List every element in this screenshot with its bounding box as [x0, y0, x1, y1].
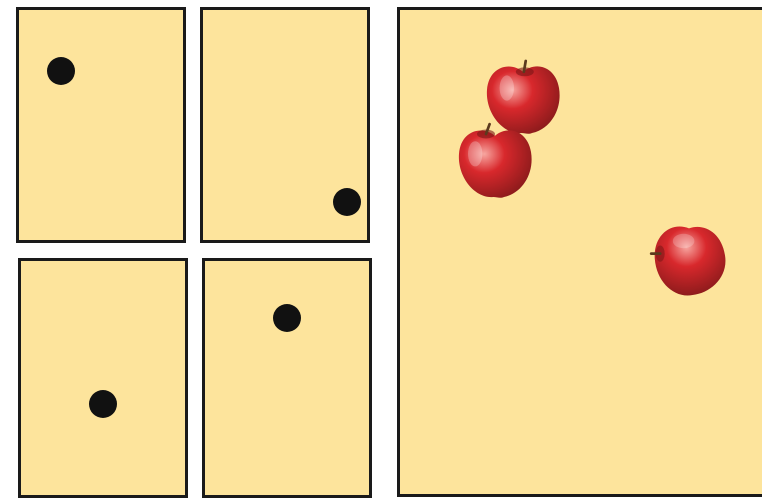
dot [333, 188, 361, 216]
dot [47, 57, 75, 85]
apple-image [450, 116, 540, 206]
dot [273, 304, 301, 332]
card-top-middle [200, 7, 370, 243]
card-top-left [16, 7, 186, 243]
card-bottom-left [18, 258, 188, 498]
apple-image [644, 214, 734, 304]
dot [89, 390, 117, 418]
card-bottom-middle [202, 258, 372, 498]
large-panel [397, 7, 762, 497]
